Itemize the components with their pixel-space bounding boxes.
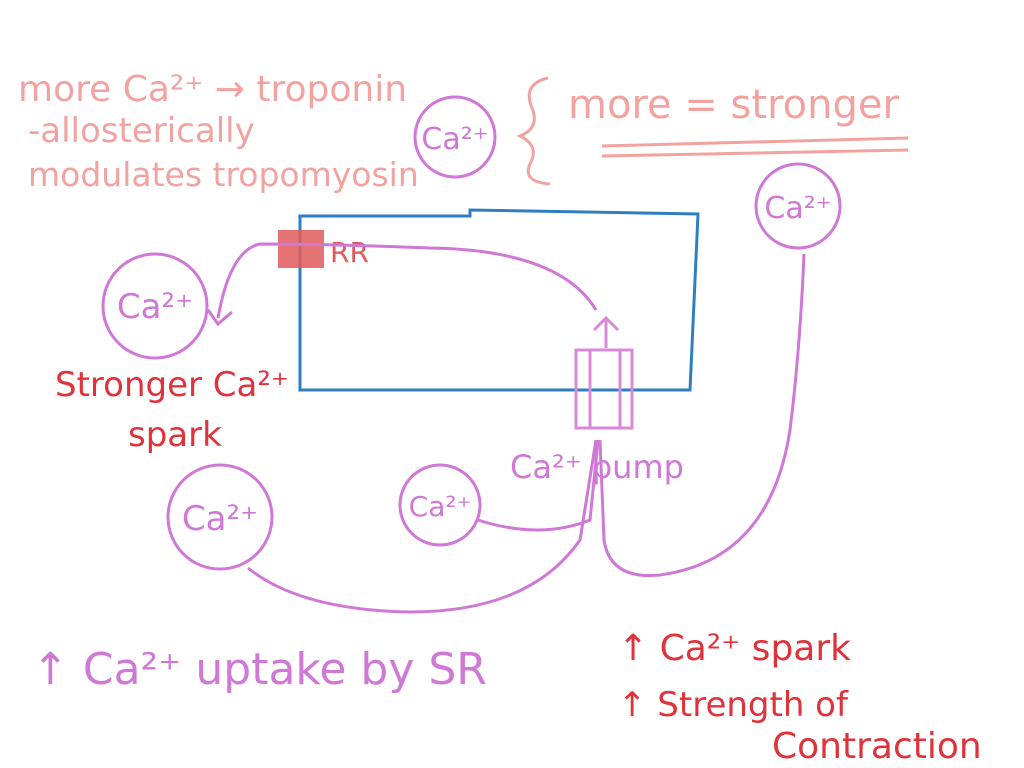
effect-spark: ↑ Ca²⁺ spark bbox=[618, 628, 851, 669]
ca-ion-left: Ca²⁺ bbox=[101, 252, 209, 360]
ca-label: Ca²⁺ bbox=[421, 122, 488, 157]
stronger-spark-line2: spark bbox=[128, 415, 222, 455]
underline-1 bbox=[601, 136, 909, 148]
uptake-path-middle bbox=[477, 439, 600, 532]
ryanodine-receptor bbox=[278, 230, 324, 268]
effect-strength-line1: ↑ Strength of bbox=[618, 685, 849, 725]
underline-2 bbox=[601, 148, 909, 158]
note-allosterically: -allosterically bbox=[28, 111, 255, 151]
effect-strength-line2: Contraction bbox=[772, 726, 982, 767]
ca-label: Ca²⁺ bbox=[182, 499, 258, 539]
ca-pump bbox=[574, 315, 634, 430]
brace-shape bbox=[516, 76, 551, 186]
stronger-spark-line1: Stronger Ca²⁺ bbox=[55, 365, 289, 405]
ca-release-path bbox=[216, 242, 598, 319]
ca-label: Ca²⁺ bbox=[764, 191, 831, 226]
ca-ion-top-middle: Ca²⁺ bbox=[413, 95, 497, 179]
note-tropomyosin: modulates tropomyosin bbox=[28, 155, 419, 194]
ca-ion-bottom-left: Ca²⁺ bbox=[166, 463, 274, 571]
ca-ion-middle: Ca²⁺ bbox=[398, 463, 482, 547]
ca-ion-right: Ca²⁺ bbox=[754, 162, 842, 250]
ca-label: Ca²⁺ bbox=[409, 490, 472, 523]
note-more-stronger: more = stronger bbox=[568, 82, 899, 128]
uptake-caption: ↑ Ca²⁺ uptake by SR bbox=[32, 644, 487, 695]
ca-label: Ca²⁺ bbox=[117, 287, 193, 327]
rr-label: RR bbox=[330, 236, 369, 269]
uptake-path-bottom bbox=[247, 439, 598, 614]
note-troponin: more Ca²⁺ → troponin bbox=[18, 69, 407, 110]
release-arrowhead bbox=[206, 309, 233, 327]
sr-membrane bbox=[298, 208, 700, 392]
uptake-path-right bbox=[598, 253, 806, 578]
